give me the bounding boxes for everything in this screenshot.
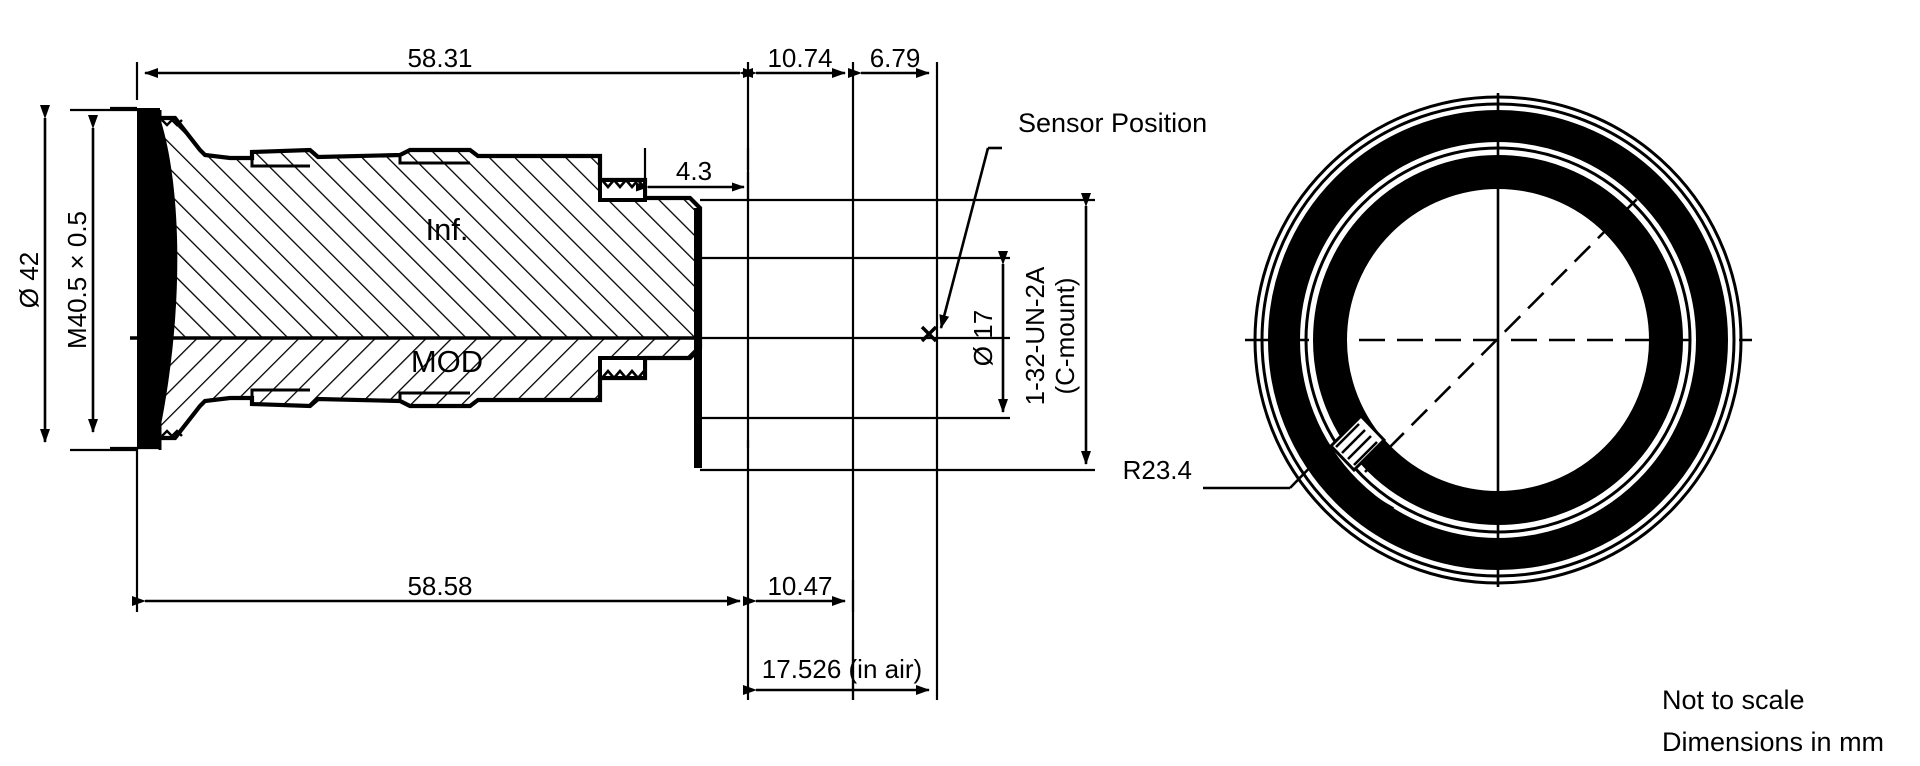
right-vertical-dimensions: Ø 17 1-32-UN-2A (C-mount) [968,193,1091,465]
rear-flange-edge [694,208,702,468]
dimlabel-mount-thread-2: (C-mount) [1050,277,1080,394]
front-view: R23.4 [1123,93,1752,587]
dimension-step-small: 4.3 [636,156,745,192]
front-element-black [137,108,160,448]
front-grip-tab [1328,413,1387,473]
dimlabel-bottom-mid: 10.47 [767,571,832,601]
internal-step-lines [250,155,470,401]
thread-teeth-lower [601,369,645,380]
sensor-leader-line [939,147,990,329]
dimlabel-bottom-overall: 58.58 [407,571,472,601]
front-element-curve [160,118,178,430]
dimlabel-top-right: 6.79 [870,43,921,73]
top-dimension-chain: 58.31 10.74 6.79 [144,43,930,78]
dimlabel-back-focus: 17.526 (in air) [762,654,922,684]
bottom-dimension-chain: 58.58 10.47 17.526 (in air) [132,571,930,695]
thread-teeth-upper [601,178,645,189]
sensor-position-cross-marker [920,325,938,343]
dimlabel-outer-diameter: Ø 42 [14,252,44,308]
dimlabel-top-overall: 58.31 [407,43,472,73]
dimlabel-top-mid: 10.74 [767,43,832,73]
c-mount-thread-lower [598,356,647,380]
note-not-to-scale: Not to scale [1662,685,1805,715]
section-label-mod: MOD [411,344,483,379]
front-radius-leader-line [1289,452,1325,489]
dimlabel-front-radius: R23.4 [1123,455,1192,485]
section-label-infinity: Inf. [425,212,468,247]
dimlabel-filter-thread: M40.5 × 0.5 [62,211,92,349]
sensor-position-annotation: Sensor Position [920,108,1207,343]
filter-thread-serration [161,118,183,438]
drawing-notes: Not to scale Dimensions in mm [1662,685,1884,757]
dimlabel-step-small: 4.3 [676,156,712,186]
front-radius-arc [1290,403,1395,511]
dimlabel-bore-diameter: Ø 17 [968,310,998,366]
left-vertical-dimensions: Ø 42 M40.5 × 0.5 [14,105,98,443]
c-mount-thread-upper [598,178,647,202]
note-units: Dimensions in mm [1662,727,1884,757]
dimlabel-mount-thread-1: 1-32-UN-2A [1020,266,1050,405]
extension-lines [70,62,1095,700]
sensor-position-label: Sensor Position [1018,108,1207,138]
